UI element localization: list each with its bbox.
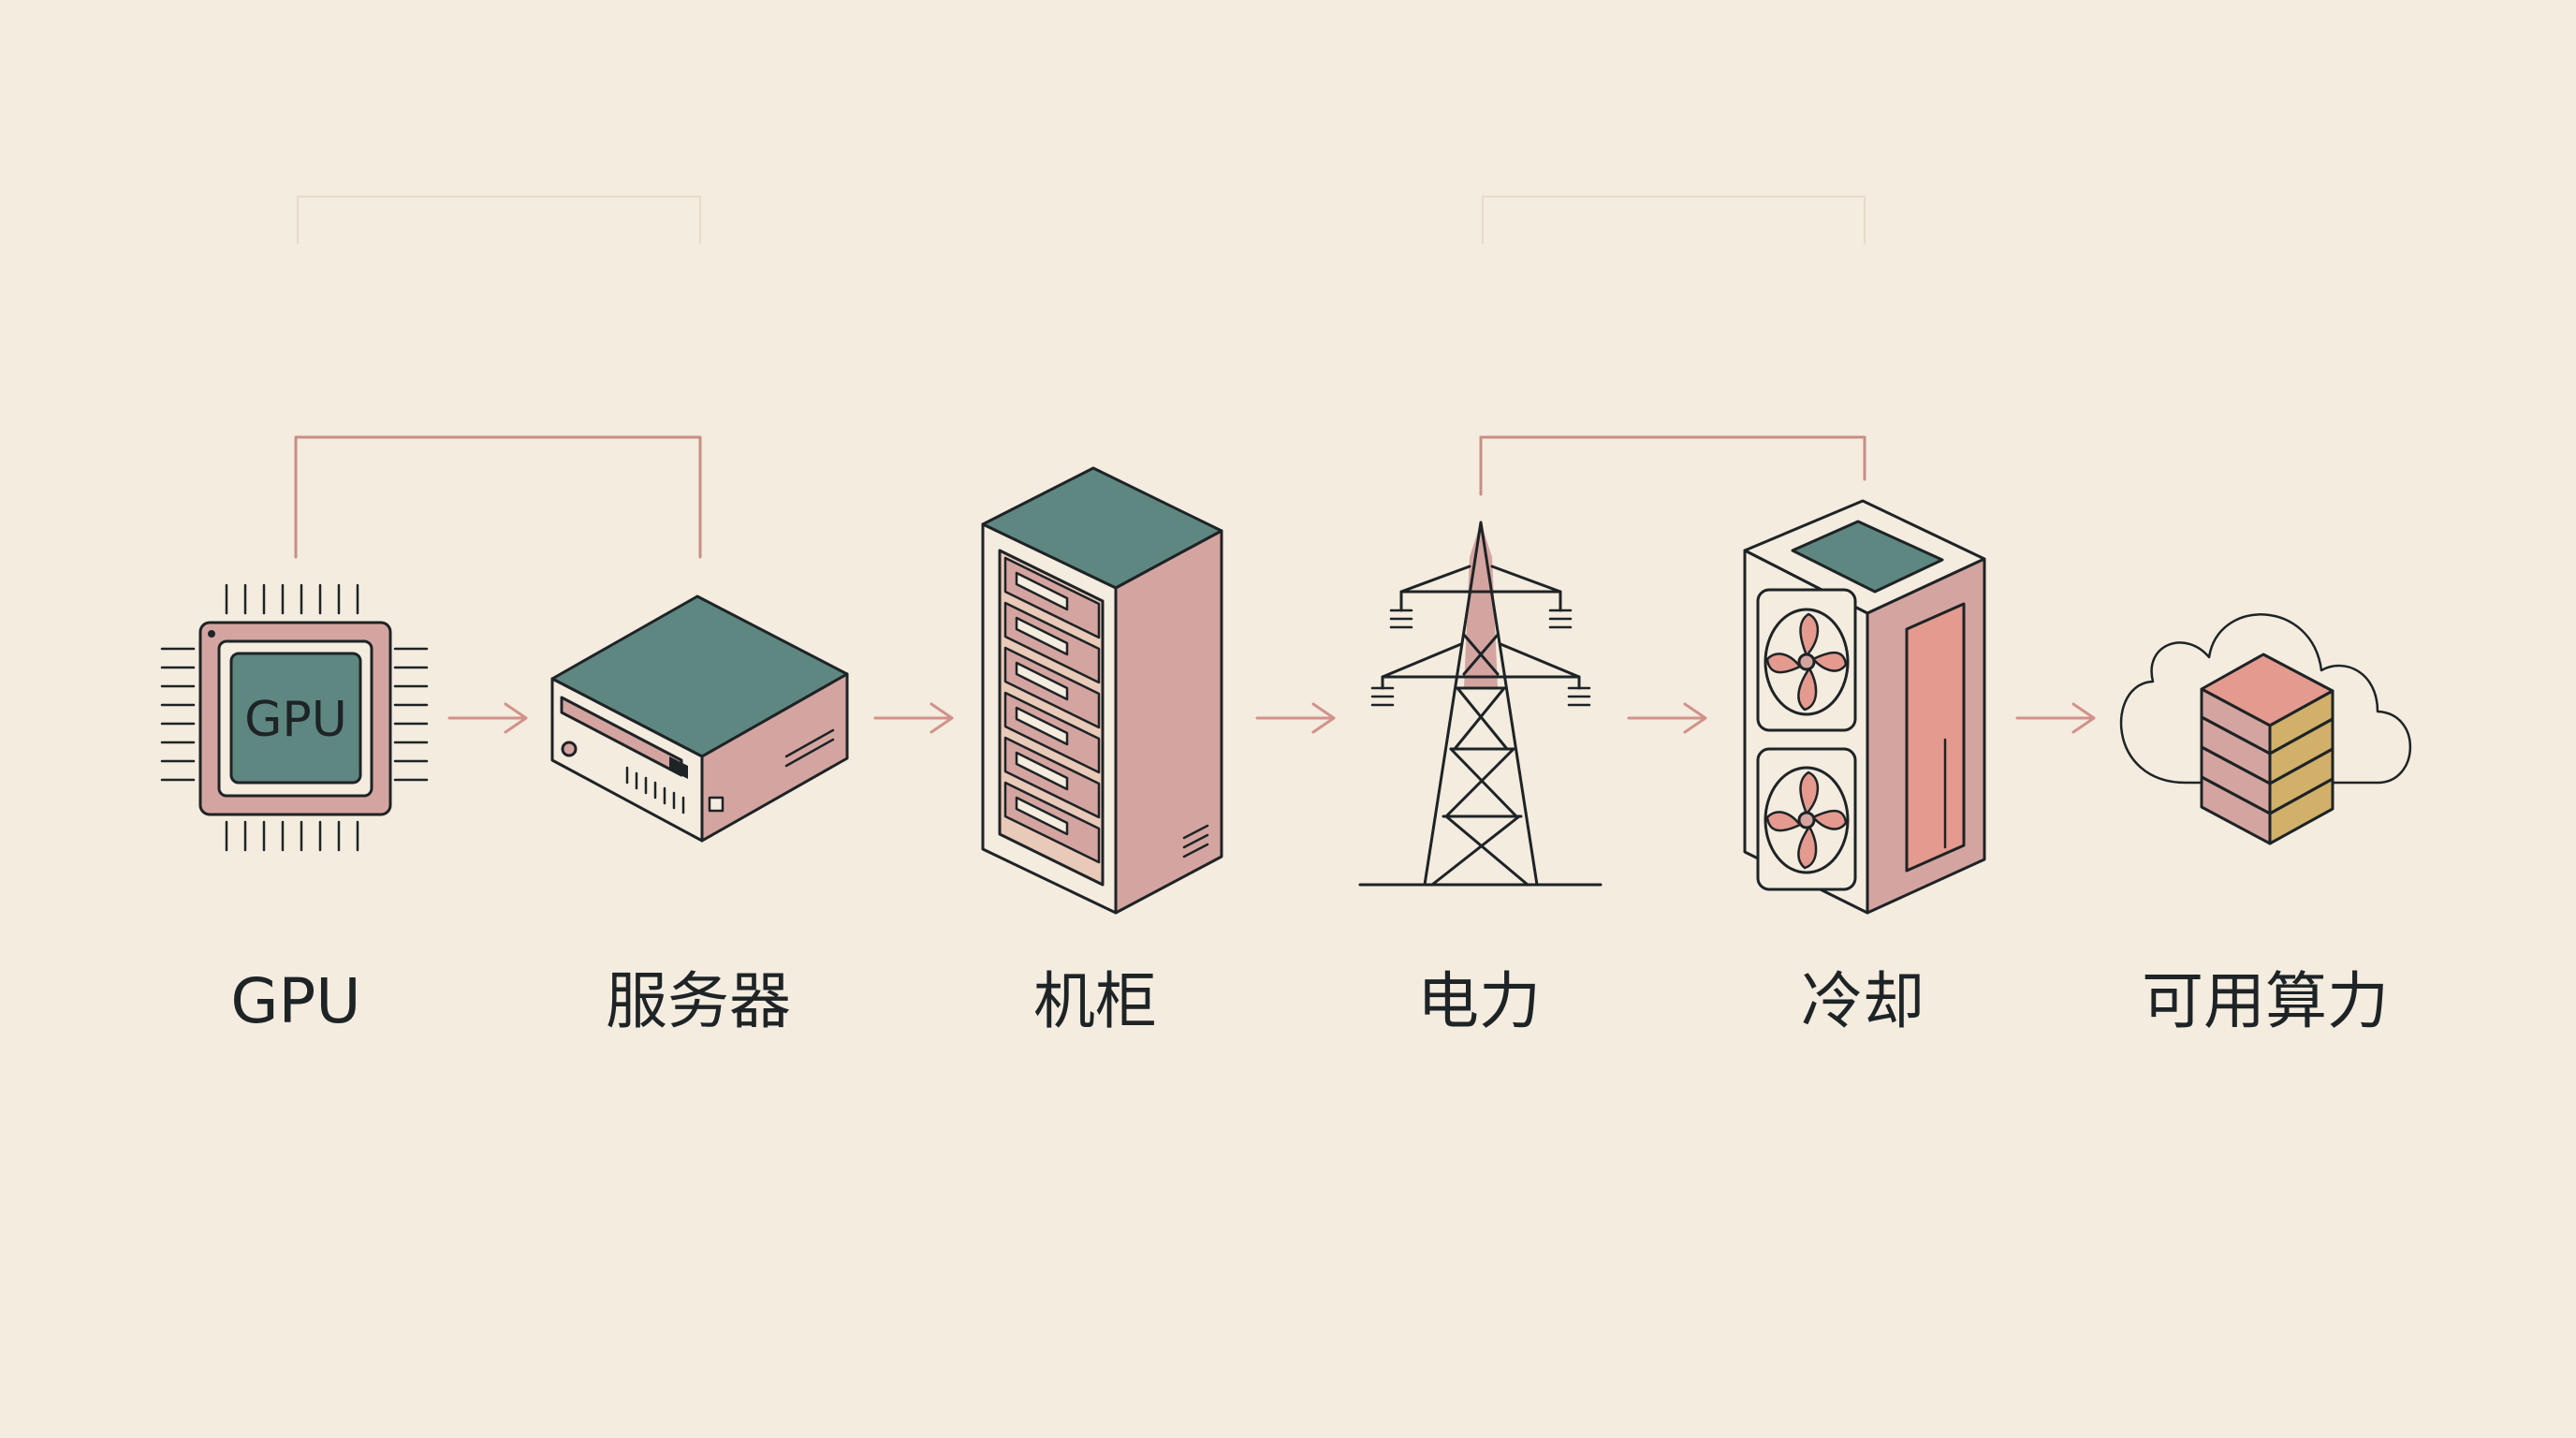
cloud-compute-icon [2119, 613, 2412, 845]
chip-text: GPU [244, 692, 347, 748]
step-label-power: 电力 [1417, 965, 1541, 1037]
bracket-gpu-server [294, 435, 702, 559]
arrow-4 [1627, 702, 1707, 734]
fan-bottom-icon [1764, 766, 1850, 874]
arrow-3 [1255, 702, 1336, 734]
step-label-server: 服务器 [606, 965, 791, 1037]
step-label-gpu: GPU [230, 965, 361, 1037]
faint-bracket-left [297, 196, 701, 244]
server-icon [550, 594, 849, 843]
arrow-2 [873, 702, 954, 734]
bracket-power-cooling [1479, 435, 1866, 496]
server-rack-icon [981, 466, 1223, 915]
faint-bracket-right [1482, 196, 1866, 244]
arrow-1 [447, 702, 528, 734]
step-label-cooling: 冷却 [1801, 965, 1925, 1037]
cooling-unit-icon [1743, 499, 1986, 915]
step-label-rack: 机柜 [1033, 965, 1157, 1037]
fan-top-icon [1764, 608, 1850, 716]
power-tower-icon [1358, 521, 1603, 887]
gpu-chip-icon: GPU [160, 583, 429, 852]
step-label-compute: 可用算力 [2142, 965, 2389, 1037]
arrow-5 [2015, 702, 2096, 734]
